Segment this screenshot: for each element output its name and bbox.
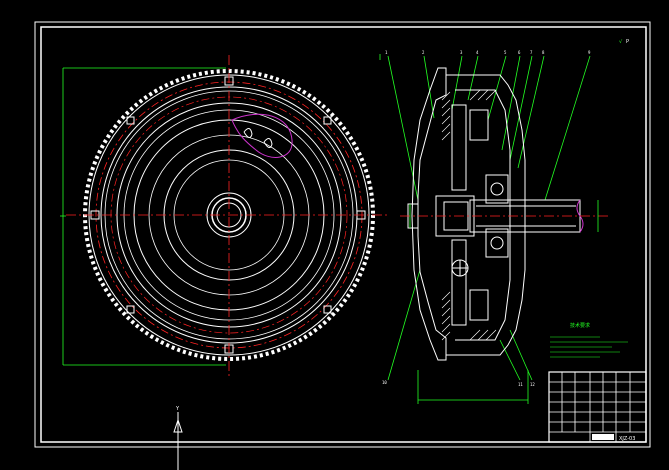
friction-plate-hatch xyxy=(441,89,497,341)
technical-requirements: 技术要求 xyxy=(550,322,628,358)
housing-inner xyxy=(455,89,511,341)
release-bearing-lower xyxy=(485,228,509,258)
balloon-label: 2 xyxy=(422,50,425,55)
inner-border xyxy=(40,26,647,443)
roughness-symbol: √ xyxy=(619,39,623,45)
view-arrow-label: Y xyxy=(175,406,180,412)
balloon-label: 6 xyxy=(518,50,521,55)
balloon-label: 11 xyxy=(518,382,523,387)
tech-req-heading: 技术要求 xyxy=(570,322,590,329)
balloon-label: 9 xyxy=(588,50,591,55)
section-spline-mark xyxy=(231,113,293,158)
balloon-label: 8 xyxy=(542,50,545,55)
section-spline-hole-1 xyxy=(243,128,253,138)
title-block-fill xyxy=(592,434,614,440)
spring-lower xyxy=(469,289,489,321)
balloon-label: 7 xyxy=(530,50,533,55)
bearing-ball-upper xyxy=(490,182,504,196)
section-view: 1 2 3 4 5 6 7 8 9 10 11 12 xyxy=(379,50,608,404)
balloon-numbers: 1 2 3 4 5 6 7 8 9 10 11 12 xyxy=(382,50,591,387)
balloon-label: 3 xyxy=(460,50,463,55)
pressure-plate-outline xyxy=(446,74,526,356)
disc-lower xyxy=(451,239,467,326)
roughness-value: P xyxy=(626,39,629,45)
front-view-dimensions xyxy=(60,67,226,366)
outer-border xyxy=(34,21,651,448)
bolt-pad xyxy=(126,116,135,125)
release-bearing-upper xyxy=(485,174,509,204)
bolt-pad xyxy=(126,305,135,314)
balloon-label: 10 xyxy=(382,380,387,385)
bearing-ball-lower xyxy=(490,236,504,250)
section-dimensions xyxy=(379,54,599,404)
front-view xyxy=(60,55,388,378)
disc-upper xyxy=(451,104,467,191)
clutch-disc xyxy=(451,104,489,326)
balloon-label: 1 xyxy=(385,50,388,55)
bolt-pad xyxy=(323,116,332,125)
section-spline-hole-2 xyxy=(263,138,273,148)
spring-upper xyxy=(469,109,489,141)
title-block-frame xyxy=(548,371,647,443)
flywheel-outline xyxy=(411,67,447,361)
title-block xyxy=(548,371,647,443)
part-number: XJZ-03 xyxy=(619,436,635,442)
balloon-label: 4 xyxy=(476,50,479,55)
balloon-label: 5 xyxy=(504,50,507,55)
flywheel-section xyxy=(411,67,526,361)
balloon-label: 12 xyxy=(530,382,535,387)
view-arrow: Y xyxy=(173,406,183,470)
bolt-pad xyxy=(323,305,332,314)
